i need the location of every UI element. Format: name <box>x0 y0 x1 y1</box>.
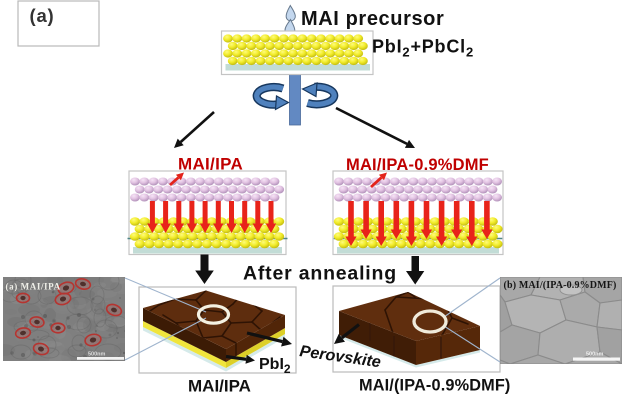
svg-text:500nm: 500nm <box>586 352 604 358</box>
svg-text:MAI/IPA: MAI/IPA <box>178 155 243 174</box>
svg-text:MAI precursor: MAI precursor <box>301 8 444 30</box>
svg-text:500nm: 500nm <box>88 352 106 358</box>
svg-text:After annealing: After annealing <box>243 263 397 285</box>
svg-text:(a): (a) <box>30 5 55 26</box>
svg-text:(b) MAI/(IPA-0.9%DMF): (b) MAI/(IPA-0.9%DMF) <box>504 280 617 291</box>
svg-text:(a) MAI/IPA: (a) MAI/IPA <box>6 282 61 292</box>
svg-text:MAI/IPA: MAI/IPA <box>188 377 251 396</box>
svg-text:PbI2: PbI2 <box>259 356 291 376</box>
svg-text:MAI/(IPA-0.9%DMF): MAI/(IPA-0.9%DMF) <box>359 377 511 395</box>
svg-text:MAI/IPA-0.9%DMF: MAI/IPA-0.9%DMF <box>346 156 489 174</box>
svg-text:PbI2+PbCl2: PbI2+PbCl2 <box>372 37 474 60</box>
